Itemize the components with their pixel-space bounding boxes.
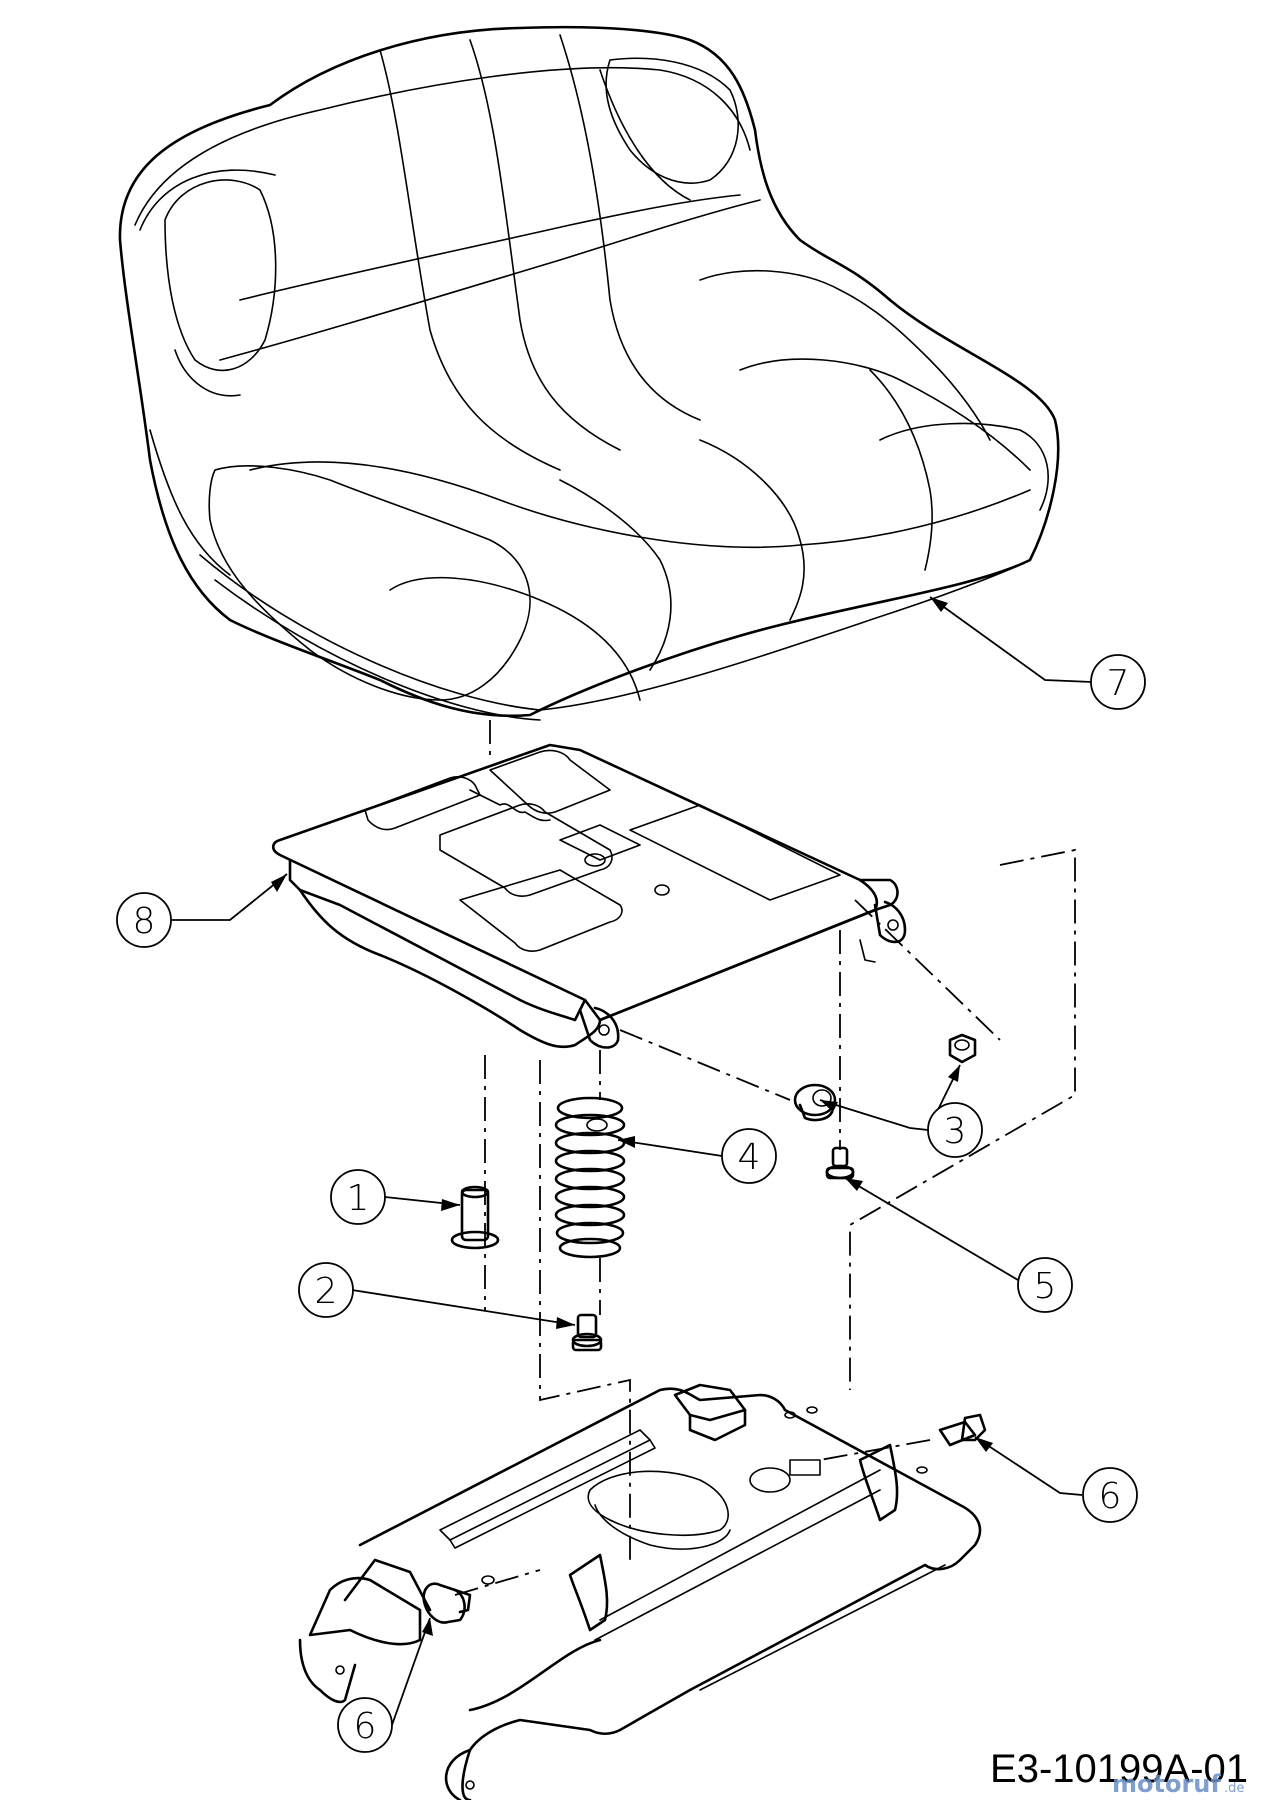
callout-2-label: 2 <box>315 1271 338 1312</box>
seat-pan-drawing <box>271 743 907 1049</box>
leader-arrowheads <box>271 597 993 1636</box>
watermark-brand: motoruf <box>1112 1770 1221 1798</box>
callout-6-left-label: 6 <box>354 1706 377 1747</box>
assembly-lines <box>454 720 1076 1596</box>
pin-part <box>450 1185 500 1250</box>
callout-4-label: 4 <box>738 1137 761 1178</box>
callout-7: 7 <box>1090 654 1146 710</box>
leader-lines <box>170 596 1093 1726</box>
callout-7-label: 7 <box>1107 663 1130 704</box>
nut-and-bushing-part <box>793 1033 977 1122</box>
bolt-left-part <box>422 1582 472 1624</box>
callout-5: 5 <box>1017 1257 1073 1313</box>
callout-6-right-label: 6 <box>1099 1476 1122 1517</box>
shoulder-bolt-5-part <box>825 1146 855 1180</box>
callout-1: 1 <box>330 1169 386 1225</box>
callout-3: 3 <box>927 1102 983 1158</box>
drawing-number: E3-10199A-01 <box>990 1747 1248 1791</box>
bolt-right-part <box>938 1413 987 1447</box>
callout-6-left: 6 <box>337 1697 393 1753</box>
callout-6-right: 6 <box>1082 1467 1138 1523</box>
spring-part <box>554 1096 626 1259</box>
callout-8: 8 <box>116 892 172 948</box>
seat-drawing <box>118 25 1060 721</box>
shoulder-bolt-2-part <box>571 1313 603 1352</box>
callout-4: 4 <box>721 1128 777 1184</box>
callout-2: 2 <box>298 1262 354 1318</box>
callout-5-label: 5 <box>1034 1266 1057 1307</box>
watermark-suffix: .de <box>1224 1781 1244 1796</box>
base-bracket-drawing <box>298 1383 982 1800</box>
callout-8-label: 8 <box>133 901 156 942</box>
callout-3-label: 3 <box>944 1111 967 1152</box>
motoruf-watermark: motoruf .de <box>1112 1770 1244 1798</box>
callout-1-label: 1 <box>347 1178 370 1219</box>
